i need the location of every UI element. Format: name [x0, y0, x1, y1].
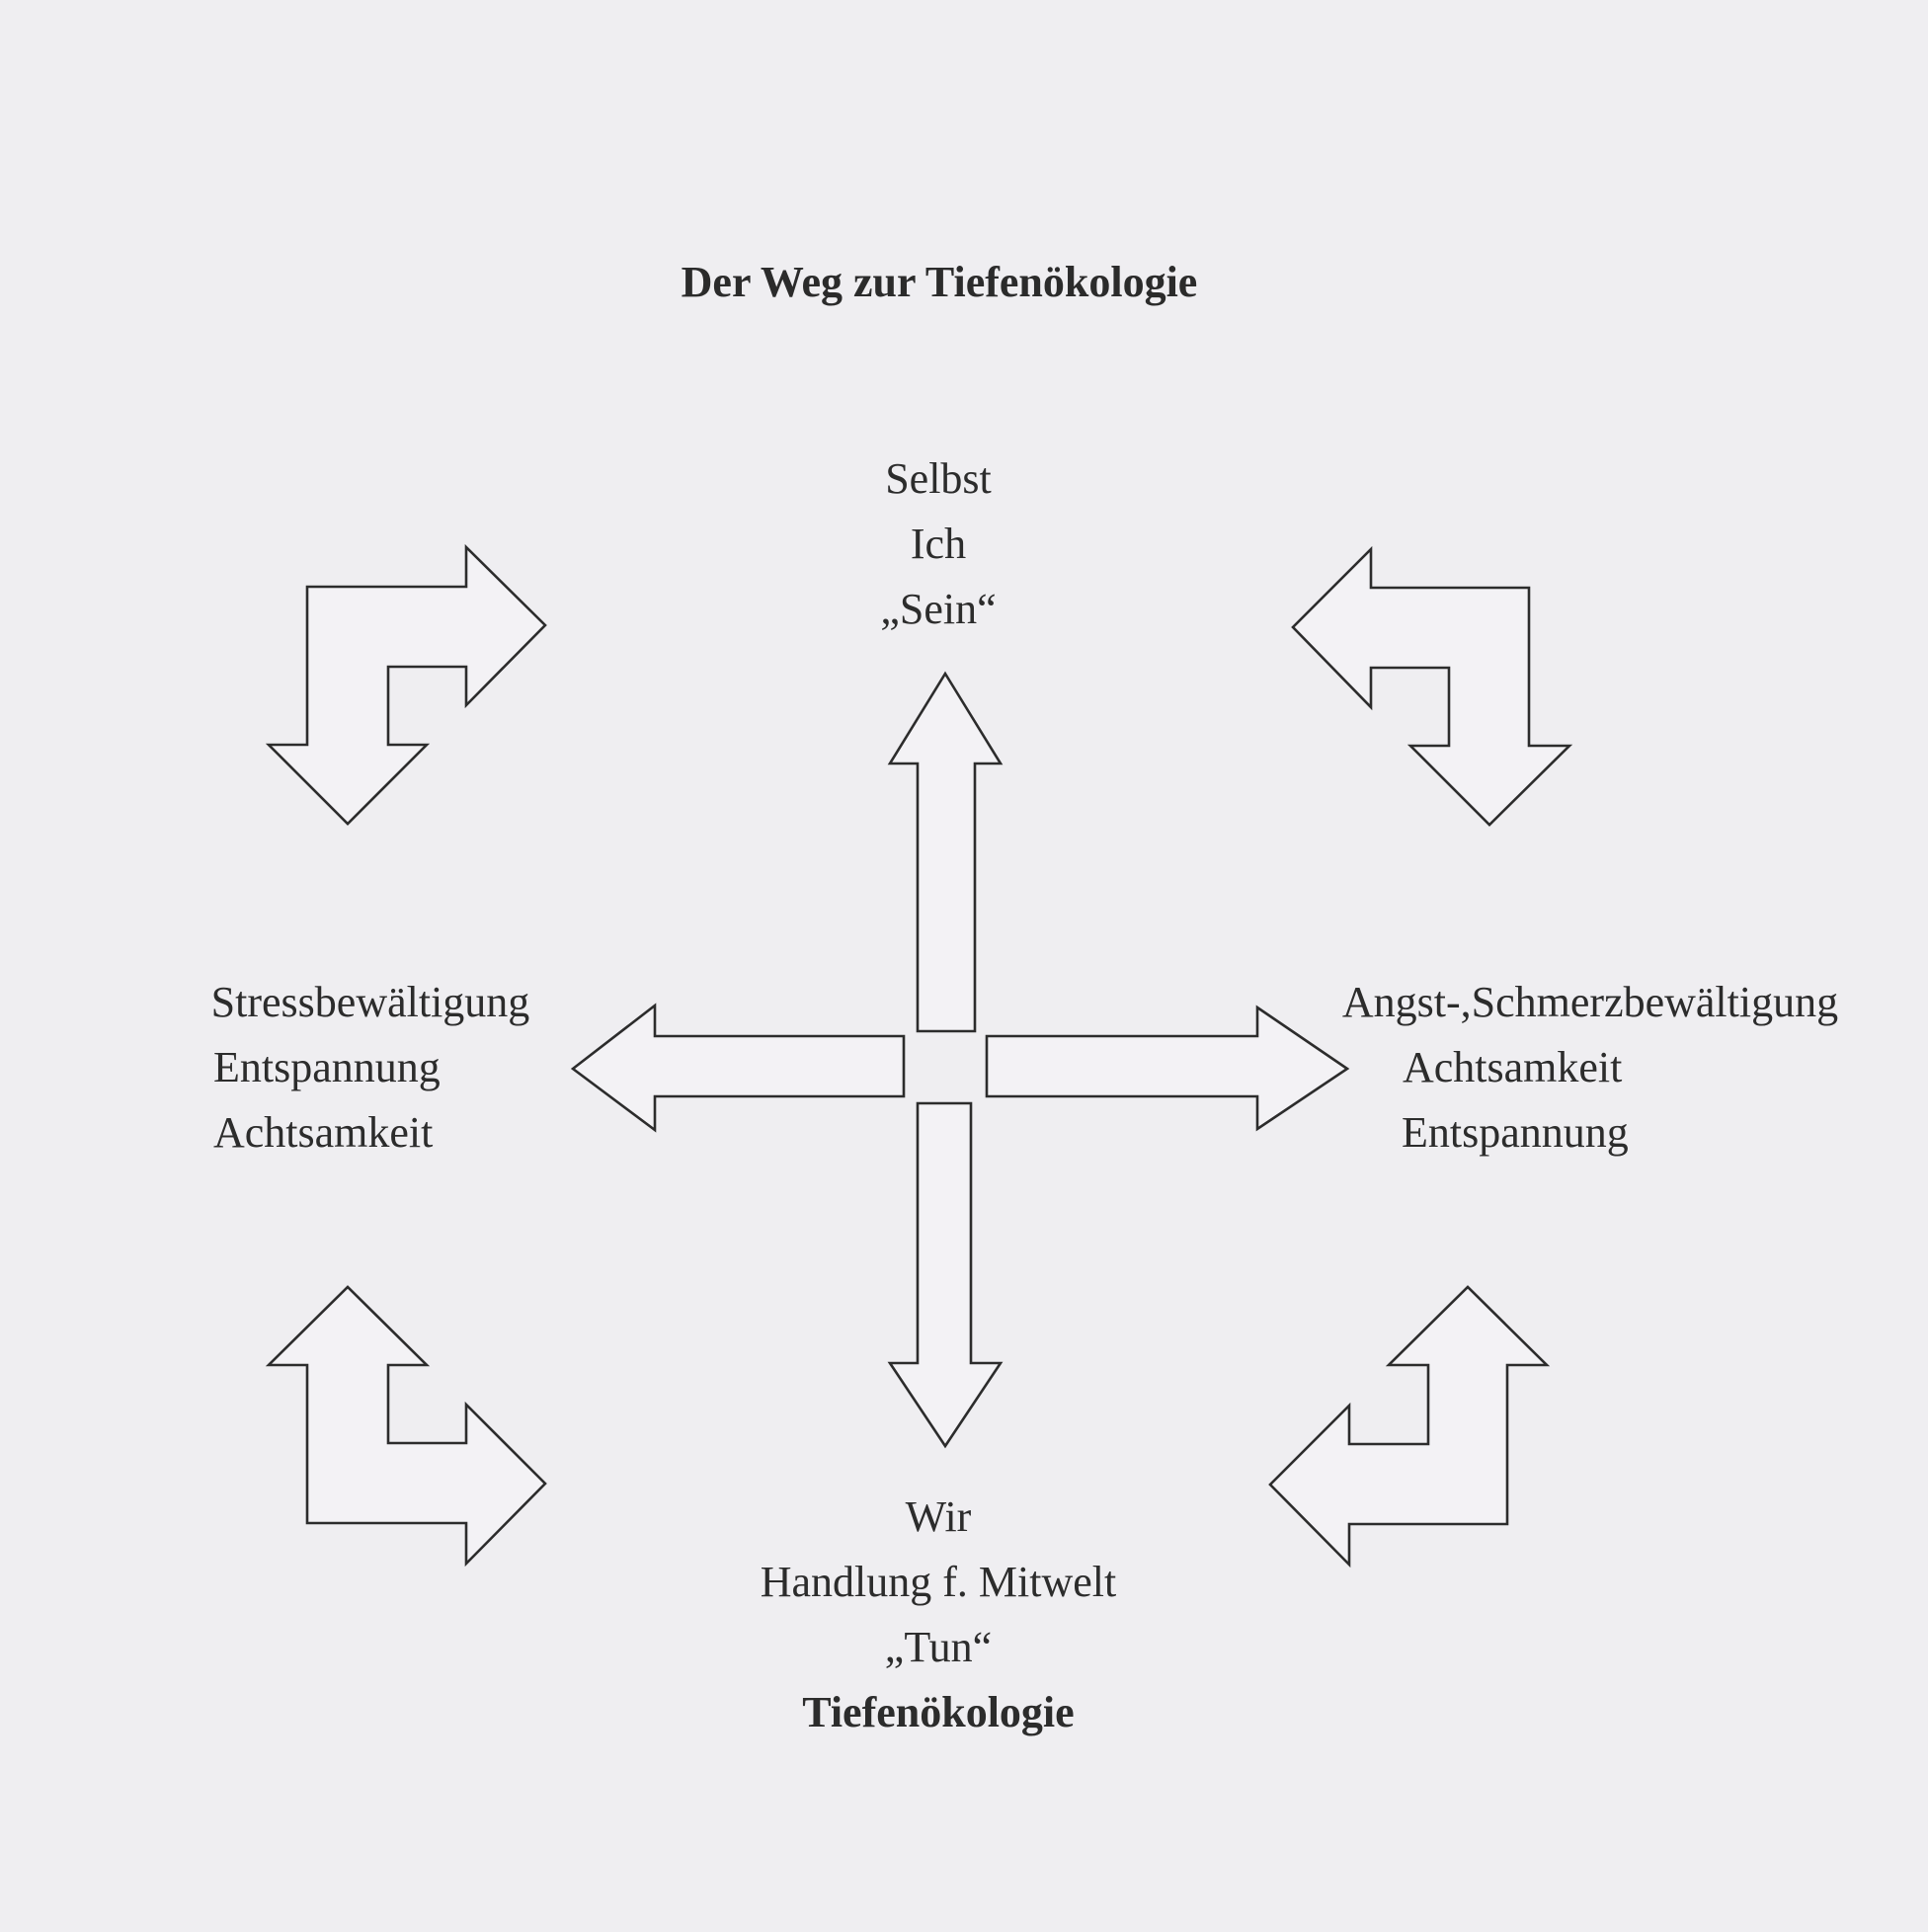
- right-label-line: Entspannung: [1402, 1108, 1629, 1157]
- bent-arrow-bottom-right-icon: [1268, 1285, 1551, 1569]
- arrow-up-icon: [887, 671, 1004, 1033]
- top-label-line: Selbst: [885, 454, 992, 503]
- right-label-line: Angst-,Schmerzbewältigung: [1341, 978, 1839, 1026]
- top-label-group: Selbst Ich „Sein“: [770, 446, 1106, 642]
- left-label-line: Achtsamkeit: [213, 1108, 434, 1157]
- left-label-line: Entspannung: [213, 1043, 441, 1091]
- left-label-group: Stressbewältigung Entspannung Achtsamkei…: [148, 970, 593, 1166]
- bottom-label-line: Handlung f. Mitwelt: [760, 1558, 1117, 1606]
- diagram-title: Der Weg zur Tiefenökologie: [681, 258, 1198, 306]
- top-label-line: Ich: [910, 520, 967, 568]
- right-label-group: Angst-,Schmerzbewältigung Achtsamkeit En…: [1284, 970, 1896, 1166]
- bent-arrow-top-left-icon: [265, 543, 547, 826]
- bent-arrow-bottom-left-icon: [265, 1285, 547, 1568]
- bottom-label-group: Wir Handlung f. Mitwelt „Tun“ Tiefenökol…: [691, 1485, 1185, 1745]
- arrow-left-icon: [570, 1003, 906, 1133]
- arrow-right-icon: [985, 1005, 1350, 1132]
- top-label-line: „Sein“: [880, 585, 997, 633]
- arrow-down-icon: [887, 1101, 1004, 1449]
- bottom-emphasis-label: Tiefenökologie: [802, 1688, 1075, 1736]
- left-label-line: Stressbewältigung: [210, 978, 530, 1026]
- bottom-label-line: „Tun“: [884, 1623, 993, 1671]
- right-label-line: Achtsamkeit: [1403, 1043, 1623, 1091]
- bent-arrow-top-right-icon: [1291, 545, 1573, 827]
- bottom-label-line: Wir: [905, 1492, 972, 1541]
